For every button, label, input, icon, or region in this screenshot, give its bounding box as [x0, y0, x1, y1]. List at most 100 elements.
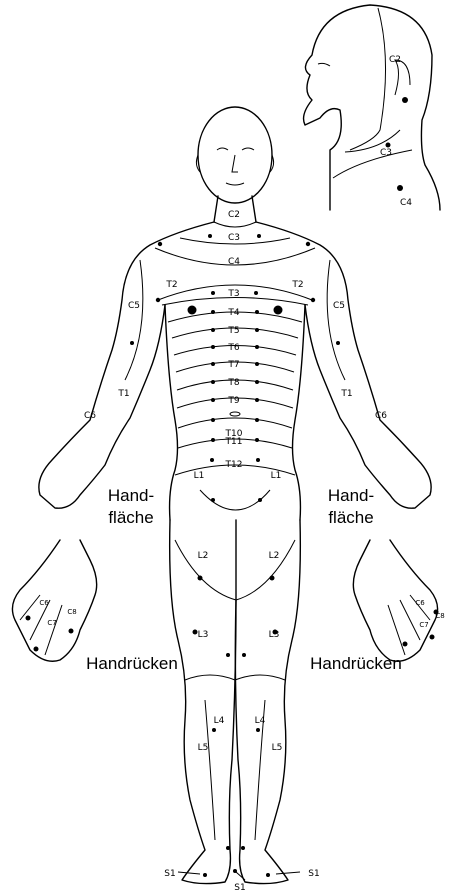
c2-c3-boundary — [214, 222, 256, 227]
label-s1-left: S1 — [164, 869, 175, 879]
label-c4: C4 — [228, 257, 240, 267]
inset-label-c4: C4 — [400, 198, 412, 208]
key-point — [255, 418, 259, 422]
label-l5-left: L5 — [198, 743, 209, 753]
label-l4-left: L4 — [214, 716, 225, 726]
palm-caption-left-line1: Hand- — [96, 485, 166, 507]
label-t2-right: T2 — [291, 280, 303, 290]
c4-key-point — [397, 185, 403, 191]
key-point — [336, 341, 340, 345]
label-t7: T7 — [227, 360, 239, 370]
label-t5: T5 — [227, 326, 239, 336]
c3-boundary — [333, 150, 412, 178]
label-s1-right: S1 — [308, 869, 319, 879]
c2-boundary — [350, 8, 386, 150]
key-point — [255, 345, 259, 349]
key-point — [34, 647, 39, 652]
key-point — [226, 653, 230, 657]
label-c5-right: C5 — [333, 301, 345, 311]
nipple-key-point — [188, 306, 197, 315]
key-point — [270, 576, 275, 581]
nose — [232, 155, 238, 172]
key-point — [255, 438, 259, 442]
label-t6: T6 — [227, 343, 239, 353]
t10-band — [178, 418, 292, 428]
key-point — [211, 291, 215, 295]
c2-key-point — [402, 97, 408, 103]
right-hand-label-c7: C7 — [419, 621, 428, 629]
key-point — [311, 298, 315, 302]
key-point — [254, 291, 258, 295]
palm-caption-left: Hand- fläche — [96, 485, 166, 529]
left-arm-outline — [39, 222, 214, 508]
key-point — [130, 341, 134, 345]
back-caption-left: Handrücken — [76, 653, 188, 675]
inset-label-c2: C2 — [389, 55, 401, 65]
key-point — [255, 362, 259, 366]
key-point — [156, 298, 160, 302]
key-point — [256, 728, 260, 732]
label-t2-left: T2 — [165, 280, 177, 290]
key-point — [266, 873, 270, 877]
key-point — [211, 498, 215, 502]
label-c6-right: C6 — [375, 411, 387, 421]
s1-leader-lines — [178, 872, 300, 880]
key-point — [226, 846, 230, 850]
label-l1-right: L1 — [271, 471, 282, 481]
right-hand-label-c6: C6 — [415, 599, 425, 607]
label-l1-left: L1 — [194, 471, 205, 481]
key-point — [210, 458, 214, 462]
key-point — [212, 728, 216, 732]
palm-caption-left-line2: fläche — [96, 507, 166, 529]
label-s1-mid: S1 — [234, 883, 245, 893]
right-hand-back: C6 C7 C8 — [353, 540, 444, 661]
right-leg-outline — [235, 520, 300, 884]
key-point — [211, 438, 215, 442]
left-hand-label-c6: C6 — [39, 599, 49, 607]
key-point — [211, 418, 215, 422]
label-l3-left: L3 — [198, 630, 209, 640]
palm-caption-right-line2: fläche — [316, 507, 386, 529]
mouth — [226, 183, 244, 185]
right-hand-label-c8: C8 — [435, 612, 444, 620]
key-point — [211, 398, 215, 402]
key-point — [255, 328, 259, 332]
right-hand-back-outline — [353, 540, 437, 661]
inset-label-c3: C3 — [380, 148, 392, 158]
key-point — [241, 846, 245, 850]
label-l2-right: L2 — [269, 551, 280, 561]
label-l5-right: L5 — [272, 743, 283, 753]
key-point — [255, 380, 259, 384]
label-t11: T11 — [225, 437, 243, 447]
right-arm-outline — [256, 222, 431, 508]
label-c6-left: C6 — [84, 411, 96, 421]
left-hand-label-c7: C7 — [47, 619, 56, 627]
key-point — [211, 310, 215, 314]
c3-key-point — [386, 143, 391, 148]
label-c2: C2 — [228, 210, 240, 220]
label-l3-right: L3 — [269, 630, 280, 640]
key-point — [211, 362, 215, 366]
label-t8: T8 — [227, 378, 239, 388]
key-point — [255, 310, 259, 314]
label-t4: T4 — [227, 308, 239, 318]
label-l2-left: L2 — [198, 551, 209, 561]
label-t3: T3 — [227, 289, 239, 299]
key-point — [255, 398, 259, 402]
key-point — [211, 345, 215, 349]
key-point — [403, 642, 408, 647]
key-point — [203, 873, 207, 877]
nipple-key-point — [274, 306, 283, 315]
label-c3: C3 — [228, 233, 240, 243]
label-t12: T12 — [225, 460, 243, 470]
left-hand-back: C6 C7 C8 — [12, 540, 96, 661]
key-point — [211, 328, 215, 332]
key-point — [257, 234, 261, 238]
key-point — [158, 242, 162, 246]
head-profile-outline — [304, 5, 440, 210]
left-l1-l2-boundary — [175, 540, 236, 600]
left-c5-t1-boundary — [125, 260, 143, 380]
key-point — [430, 635, 435, 640]
left-hand-label-c8: C8 — [67, 608, 76, 616]
